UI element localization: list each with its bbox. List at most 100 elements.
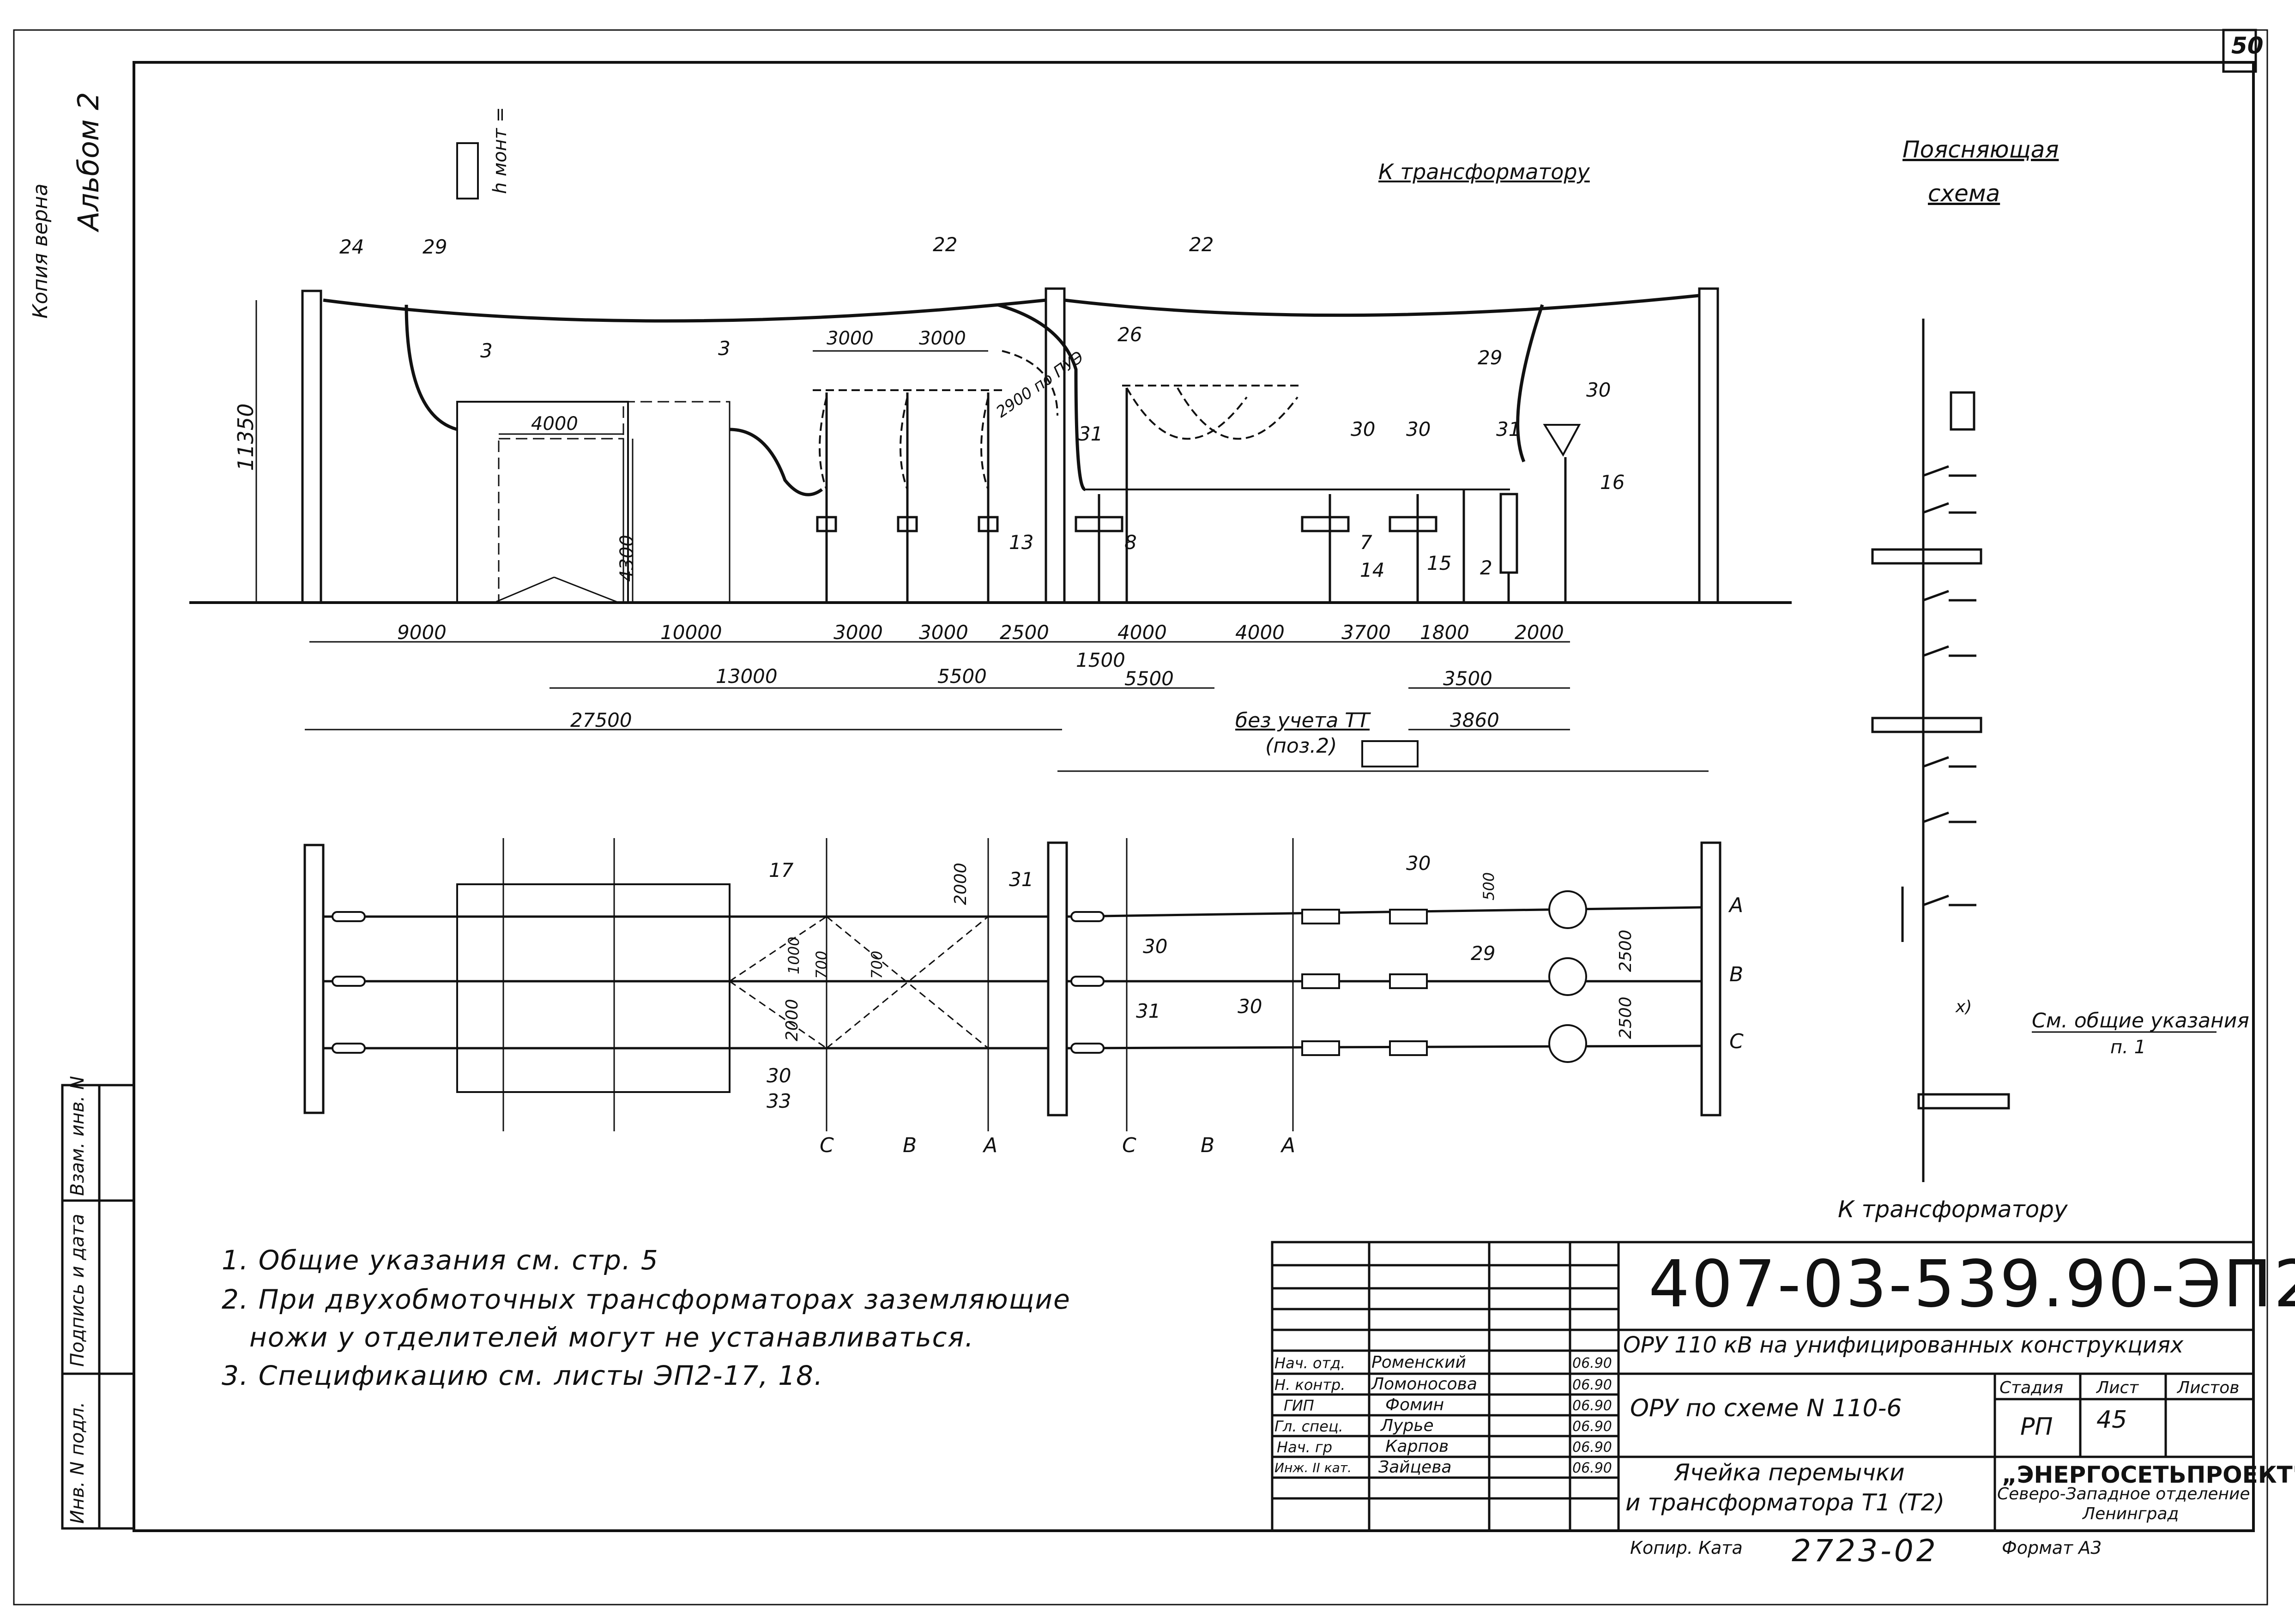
phase-label-bottom: C (820, 1134, 834, 1157)
signer-name: Ломоносова (1371, 1375, 1477, 1394)
plan-dim: 700 (813, 950, 830, 979)
plan-dim: 700 (868, 950, 886, 979)
plan-item: 33 (767, 1090, 791, 1112)
dim-row2: 5500 (1124, 667, 1174, 690)
signer-name: Карпов (1385, 1437, 1449, 1456)
copied-label: Копир. Ката (1630, 1538, 1743, 1558)
note-2-continued: ножи у отделителей могут не устанавливат… (249, 1322, 974, 1353)
note-2: 2. При двухобмоточных трансформаторах за… (222, 1284, 1071, 1315)
signer-date: 06.90 (1572, 1377, 1612, 1393)
arrester-symbol (1543, 424, 1581, 457)
conductor-span-2 (1064, 294, 1700, 317)
mount-height-marker (456, 142, 479, 199)
note-1: 1. Общие указания см. стр. 5 (222, 1244, 659, 1276)
side-stamp (61, 1084, 135, 1530)
portal-right (1698, 287, 1719, 604)
portal-left (301, 290, 322, 604)
stage-header: Стадия (1999, 1378, 2064, 1397)
droop-4 (1516, 304, 1544, 463)
dim-row2: 5500 (937, 665, 987, 688)
plan-item: 31 (1136, 1000, 1161, 1022)
dim-row2: 3500 (1443, 667, 1492, 690)
signer-role: Н. контр. (1274, 1376, 1346, 1394)
scheme-note-item: п. 1 (2110, 1037, 2146, 1058)
plan-dim: 500 (1480, 872, 1498, 900)
span-dim: 4300 (616, 535, 638, 582)
dim-row2: 13000 (716, 665, 778, 688)
sheet-frame (133, 61, 2255, 1532)
project-name: ОРУ 110 кВ на унифицированных конструкци… (1623, 1332, 2184, 1358)
stamp-original-inv: Инв. N подл. (67, 1401, 88, 1524)
stage-value: РП (2020, 1413, 2053, 1441)
org-branch: Северо-Западное отделение (1997, 1485, 2250, 1503)
signer-name: Лурье (1381, 1416, 1434, 1435)
sheets-header: Листов (2177, 1378, 2240, 1397)
to-transformer-top: К трансформатору (1378, 159, 1590, 184)
portal-middle (1045, 287, 1066, 604)
signer-role: Нач. отд. (1274, 1354, 1346, 1372)
dim-row1: 1800 (1420, 621, 1469, 644)
copy-verified-label: Копия верна (29, 183, 52, 319)
switch-arcs (813, 350, 1302, 490)
note-3: 3. Спецификацию см. листы ЭП2-17, 18. (222, 1360, 824, 1391)
plan-dim: 1000 (785, 936, 803, 974)
dim-row1: 2000 (1515, 621, 1564, 644)
phase-label-bottom: B (903, 1134, 917, 1157)
plan-item: 30 (1143, 935, 1168, 958)
plan-phases (323, 906, 1702, 1050)
scheme-title-2: схема (1928, 180, 2000, 207)
signer-date: 06.90 (1572, 1419, 1612, 1435)
item-label: 22 (1189, 233, 1214, 256)
item-label: 29 (423, 235, 447, 258)
plan-dim: 2000 (783, 999, 802, 1041)
dim-mount-height: h монт = (489, 107, 511, 194)
plan-item: 31 (1009, 868, 1034, 891)
org-name: „ЭНЕРГОСЕТЬПРОЕКТ" (2002, 1461, 2295, 1488)
sheet-title-1: Ячейка перемычки (1674, 1459, 1905, 1486)
item-label: 22 (933, 233, 958, 256)
dim-total-height: 11350 (233, 403, 258, 471)
phase-label-bottom: A (1281, 1134, 1296, 1157)
item-label: 2 (1480, 556, 1492, 579)
plan-item: 30 (1406, 852, 1431, 875)
plan-item: 29 (1471, 942, 1496, 965)
plan-dim: 2000 (951, 863, 970, 905)
item-label: 30 (1351, 418, 1376, 441)
conductor-span-1 (323, 298, 1046, 323)
no-ct-label: без учета ТТ (1235, 709, 1370, 732)
no-ct-pos: (поз.2) (1265, 734, 1337, 758)
scheme-bottom-label: К трансформатору (1838, 1196, 2068, 1223)
phase-label-bottom: B (1201, 1134, 1215, 1157)
elevation-view (189, 142, 1792, 772)
signer-date: 06.90 (1572, 1355, 1612, 1371)
building-inner (498, 438, 624, 604)
scheme-title-1: Поясняющая (1902, 136, 2059, 163)
stamp-signature-date: Подпись и дата (67, 1213, 88, 1367)
title-block-grid (1271, 1241, 2255, 1532)
plan-insulators (332, 890, 1587, 1063)
dim-row1: 3000 (919, 621, 968, 644)
album-label: Альбом 2 (72, 92, 105, 231)
phase-label-bottom: A (984, 1134, 998, 1157)
plan-view (303, 838, 1721, 1131)
format-label: Формат А3 (2002, 1538, 2102, 1558)
span-dim: 4000 (531, 413, 578, 435)
phase-label-bottom: C (1122, 1134, 1136, 1157)
phase-label-right: A (1729, 894, 1744, 917)
dim-row1: 2500 (1000, 621, 1049, 644)
plan-item: 30 (767, 1064, 791, 1087)
item-label: 3 (718, 337, 731, 360)
item-label: 26 (1117, 323, 1142, 346)
plan-droppers (729, 916, 989, 1049)
signer-date: 06.90 (1572, 1460, 1612, 1476)
item-label: 29 (1478, 346, 1503, 369)
item-label: 13 (1009, 531, 1034, 554)
drawing-code: 407-03-539.90-ЭП2 (1649, 1247, 2295, 1322)
dim-row3: 3860 (1450, 709, 1499, 731)
dim-row1: 3700 (1341, 621, 1391, 644)
dim-row1: 3000 (833, 621, 883, 644)
phase-label-right: C (1729, 1030, 1744, 1053)
equipment-supports (816, 388, 1567, 603)
item-label: 15 (1427, 552, 1452, 574)
plan-dim: 2500 (1616, 996, 1635, 1039)
